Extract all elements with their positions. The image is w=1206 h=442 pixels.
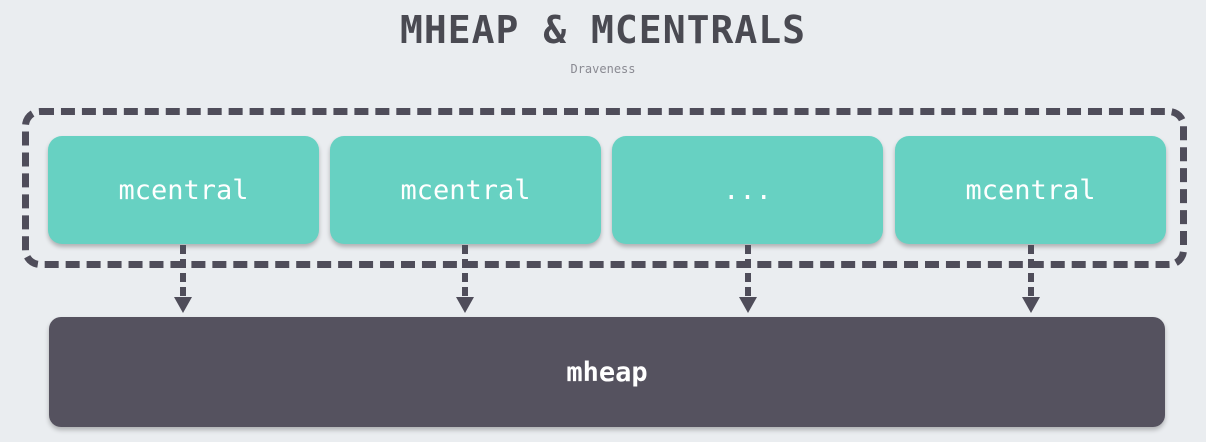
arrow-mcentral-1-to-mheap (174, 245, 192, 313)
mcentral-box-4: mcentral (895, 136, 1166, 244)
mcentral-box-ellipsis: ... (612, 136, 883, 244)
mheap-box: mheap (49, 317, 1165, 427)
diagram-title: MHEAP & MCENTRALS (400, 8, 806, 52)
mcentral-box-2: mcentral (330, 136, 601, 244)
arrow-mcentral-4-to-mheap (1022, 245, 1040, 313)
mcentral-group-border (22, 108, 1187, 268)
arrow-mcentral-3-to-mheap (739, 245, 757, 313)
mcentral-box-1: mcentral (48, 136, 319, 244)
arrow-mcentral-2-to-mheap (456, 245, 474, 313)
diagram-subtitle: Draveness (570, 62, 636, 76)
